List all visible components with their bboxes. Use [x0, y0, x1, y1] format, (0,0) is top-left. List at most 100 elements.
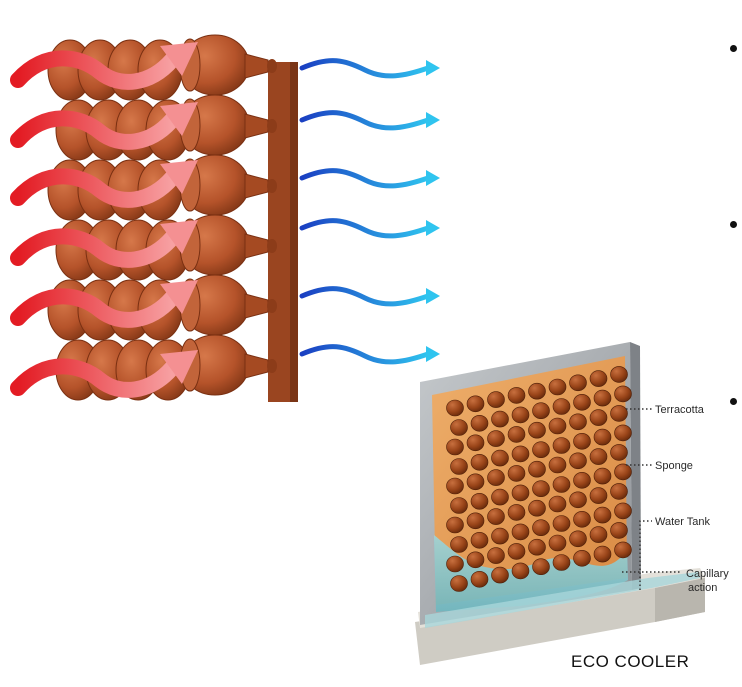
terracotta-ball: [552, 398, 571, 415]
terracotta-ball: [593, 506, 612, 524]
terracotta-ball: [610, 522, 628, 539]
eco-cooler-panel: Terracotta Sponge Water Tank Capillary a…: [415, 342, 729, 671]
terracotta-ball-grid: [446, 366, 632, 592]
bottle-neck: [244, 113, 269, 139]
hot-air-arrow-icon: [10, 110, 180, 150]
terracotta-ball: [450, 536, 468, 553]
terracotta-ball: [470, 531, 489, 549]
terracotta-ball: [573, 549, 591, 567]
bullet-icon: [730, 221, 737, 228]
terracotta-ball: [487, 430, 505, 447]
terracotta-ball: [614, 424, 632, 442]
terracotta-ball: [487, 469, 505, 486]
hot-air-arrows: [10, 42, 198, 398]
terracotta-ball: [470, 453, 489, 471]
terracotta-ball: [511, 445, 530, 463]
cool-air-arrowhead: [426, 220, 440, 236]
terracotta-ball: [614, 385, 632, 403]
label-capillary-line2: action: [688, 582, 717, 594]
terracotta-ball: [487, 508, 505, 525]
cool-air-arrowhead: [426, 112, 440, 128]
terracotta-ball: [487, 547, 505, 564]
terracotta-ball: [507, 426, 526, 443]
bottle-spout: [267, 59, 277, 73]
terracotta-ball: [511, 523, 530, 541]
terracotta-ball: [450, 575, 468, 592]
pot-grid: [47, 34, 277, 401]
terracotta-ball: [466, 434, 485, 452]
bottle-spout: [267, 119, 277, 133]
tank-base-side: [655, 578, 705, 622]
terracotta-ball: [532, 480, 550, 498]
hot-air-arrowhead: [160, 280, 198, 314]
backing-board-edge: [290, 62, 298, 402]
terracotta-ball: [569, 491, 587, 509]
terracotta-ball: [548, 456, 567, 474]
cool-air-arrow-icon: [299, 218, 431, 239]
label-sponge: Sponge: [655, 460, 693, 472]
terracotta-ball: [487, 391, 505, 408]
cool-air-arrow-icon: [299, 58, 431, 79]
metal-frame-edge: [630, 342, 641, 590]
terracotta-ball: [573, 510, 591, 528]
terracotta-ball: [528, 421, 546, 439]
label-terracotta: Terracotta: [655, 404, 705, 416]
terracotta-ball: [552, 476, 571, 493]
terracotta-ball: [446, 438, 464, 456]
terracotta-ball: [446, 477, 464, 495]
bullet-icon: [730, 398, 737, 405]
hot-air-arrowhead: [160, 102, 198, 136]
terracotta-ball: [446, 555, 464, 573]
hot-air-arrow-icon: [10, 168, 180, 208]
terracotta-ball: [507, 543, 526, 560]
cool-air-arrowhead: [426, 170, 440, 186]
cool-air-arrow-icon: [299, 110, 431, 131]
terracotta-ball: [470, 414, 489, 432]
label-water-tank: Water Tank: [655, 516, 711, 528]
terracotta-ball: [491, 488, 509, 506]
cool-air-arrowhead: [426, 288, 440, 304]
terracotta-ball: [511, 562, 530, 580]
terracotta-ball: [548, 495, 567, 513]
cool-air-arrows: [299, 58, 440, 365]
hot-air-arrow-icon: [10, 358, 180, 398]
cool-air-arrow-icon: [299, 344, 431, 365]
terracotta-ball: [548, 417, 567, 435]
terracotta-ball: [610, 366, 628, 383]
terracotta-ball: [573, 432, 591, 450]
cool-air-arrowhead: [426, 346, 440, 362]
terracotta-ball: [589, 526, 608, 543]
terracotta-ball: [569, 452, 587, 470]
terracotta-ball: [589, 487, 608, 504]
terracotta-ball: [569, 374, 587, 392]
terracotta-ball: [532, 519, 550, 537]
terracotta-ball: [552, 437, 571, 454]
terracotta-ball: [466, 512, 485, 530]
hot-air-arrow-icon: [10, 50, 180, 90]
bottle-neck: [244, 173, 269, 199]
terracotta-ball: [470, 492, 489, 510]
terracotta-ball: [614, 541, 632, 559]
terracotta-ball: [610, 444, 628, 461]
hot-air-arrow-icon: [10, 228, 180, 268]
tank-base-front: [415, 575, 705, 665]
bottle-spout: [267, 299, 277, 313]
terracotta-ball: [589, 370, 608, 387]
bottle-neck: [244, 293, 269, 319]
bottle-spout: [267, 179, 277, 193]
bottle-neck: [244, 53, 269, 79]
terracotta-ball: [573, 393, 591, 411]
terracotta-ball: [614, 463, 632, 481]
terracotta-ball: [548, 378, 567, 396]
terracotta-ball: [466, 473, 485, 491]
cool-air-arrow-icon: [299, 168, 431, 189]
terracotta-ball: [446, 516, 464, 534]
terracotta-ball: [552, 554, 571, 571]
terracotta-ball: [491, 449, 509, 467]
cool-air-arrowhead: [426, 60, 440, 76]
bottle-spout: [267, 359, 277, 373]
terracotta-ball: [466, 395, 485, 413]
bottle-spout: [267, 239, 277, 253]
water-tank-fill: [425, 572, 700, 628]
terracotta-ball: [491, 527, 509, 545]
